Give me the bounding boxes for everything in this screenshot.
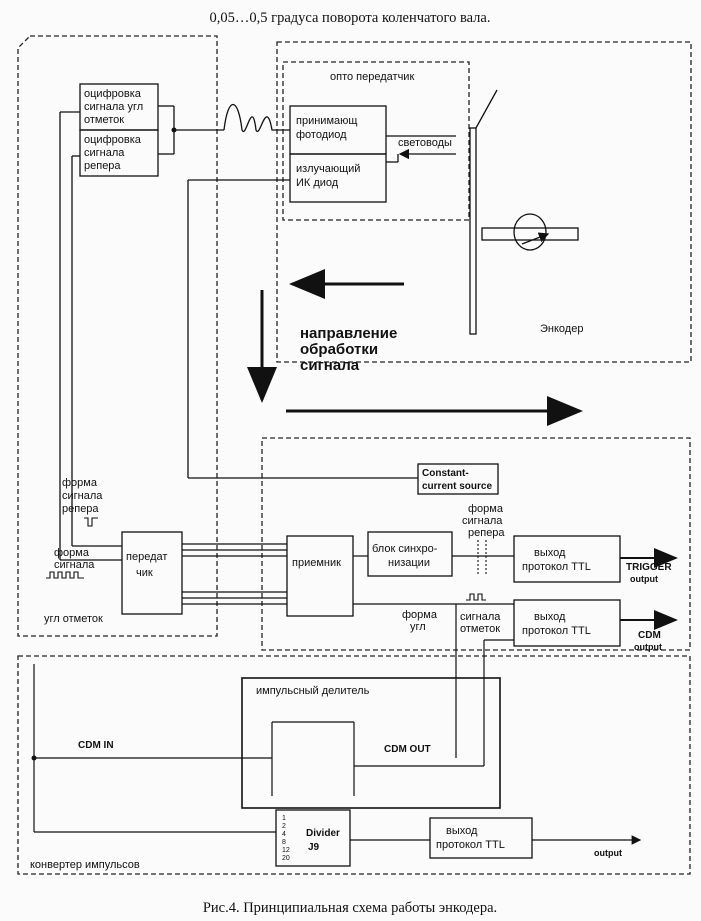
light-guides-label: световоды (398, 137, 452, 149)
divider-value: 1 (282, 815, 286, 822)
constant-current-label-2: current source (422, 481, 492, 492)
pulse-divider-title: импульсный делитель (256, 685, 370, 697)
ref-waveform-right-2: сигнала (462, 515, 503, 527)
ttl3-label-1: выход (446, 825, 478, 837)
direction-label-3: сигнала (300, 357, 360, 374)
angle-form-right-2: угл (410, 621, 426, 633)
opto-transmitter-boundary (282, 61, 470, 221)
receiver-block (286, 535, 354, 617)
transmitter-block (121, 531, 183, 615)
top-caption: 0,05…0,5 градуса поворота коленчатого ва… (210, 10, 491, 26)
photodiode-label-2: фотодиод (296, 129, 347, 141)
divider-value: 20 (282, 855, 290, 862)
cdm-output-label-1: CDM (638, 630, 661, 641)
angle-marks-left: угл отметок (44, 613, 103, 625)
digitize-ref-label-2: сигнала (84, 147, 125, 159)
transmitter-label-2: чик (136, 567, 153, 579)
sync-block (367, 531, 453, 577)
left-group-boundary (17, 35, 218, 637)
digitize-angle-label-2: сигнала угл (84, 101, 143, 113)
pulse-divider-box (241, 677, 501, 809)
divider-label-1: Divider (306, 828, 340, 839)
ttl-output-block-3 (429, 817, 533, 859)
digitize-angle-label-3: отметок (84, 114, 124, 126)
divider-value: 8 (282, 839, 286, 846)
cdm-in-label: CDM IN (78, 740, 114, 751)
opto-transmitter-title: опто передатчик (330, 71, 414, 83)
angle-waveform-left-2: сигнала (54, 559, 95, 571)
ttl-output-block-1 (513, 535, 621, 583)
ttl2-label-1: выход (534, 611, 566, 623)
trigger-output-label-1: TRIGGER (626, 562, 672, 573)
divider-internals (271, 721, 355, 796)
encoder-label: Энкодер (540, 323, 583, 335)
processing-group-boundary (261, 437, 691, 651)
divider-value: 4 (282, 831, 286, 838)
divider-value: 2 (282, 823, 286, 830)
trigger-output-label-2: output (630, 574, 658, 584)
digitize-ref-label-1: оцифровка (84, 134, 142, 146)
angle-marks-right-1: сигнала (460, 611, 501, 623)
angle-form-right-1: форма (402, 609, 438, 621)
digitize-angle-label-1: оцифровка (84, 88, 142, 100)
opto-wiring (59, 104, 456, 560)
encoder-disc-plate (469, 127, 477, 335)
direction-label-1: направление (300, 325, 397, 342)
ttl1-label-2: протокол TTL (522, 561, 591, 573)
signal-direction-arrows (247, 269, 583, 426)
converter-group-boundary (17, 655, 691, 875)
waveform-icons (46, 517, 487, 601)
angle-waveform-left-1: форма (54, 547, 90, 559)
receiver-label: приемник (292, 557, 341, 569)
ttl2-label-2: протокол TTL (522, 625, 591, 637)
constant-current-block (417, 463, 499, 495)
ttl1-label-1: выход (534, 547, 566, 559)
encoder-shaft (475, 89, 579, 251)
cdm-out-label: CDM OUT (384, 744, 431, 755)
signal-wiring (33, 543, 678, 845)
divider-block (275, 809, 351, 867)
encoder-group-boundary (276, 41, 692, 363)
ttl3-label-2: протокол TTL (436, 839, 505, 851)
ir-diode-label-2: ИК диод (296, 177, 339, 189)
angle-marks-right-2: отметок (460, 623, 500, 635)
sync-label-1: блок синхро- (372, 543, 438, 555)
ir-diode-label-1: излучающий (296, 163, 360, 175)
ir-diode-block (289, 153, 387, 203)
transmitter-label-1: передат (126, 551, 167, 563)
constant-current-label-1: Constant- (422, 468, 469, 479)
divider-label-2: J9 (308, 842, 320, 853)
converter-label: конвертер импульсов (30, 859, 140, 871)
digitize-ref-label-3: репера (84, 160, 121, 172)
ref-waveform-left-3: репера (62, 503, 99, 515)
digitize-reference-block (79, 129, 159, 177)
cdm-output-label-2: output (634, 642, 662, 652)
direction-label-2: обработки (300, 341, 378, 358)
ref-waveform-right-3: репера (468, 527, 505, 539)
sync-label-2: низации (388, 557, 430, 569)
ttl-output-block-2 (513, 599, 621, 647)
output-label: output (594, 848, 622, 858)
ref-waveform-left-2: сигнала (62, 490, 103, 502)
ref-waveform-right-1: форма (468, 503, 504, 515)
figure-caption: Рис.4. Принципиальная схема работы энкод… (203, 900, 497, 916)
ref-waveform-left-1: форма (62, 477, 98, 489)
divider-value: 12 (282, 847, 290, 854)
photodiode-label-1: принимающ (296, 115, 357, 127)
